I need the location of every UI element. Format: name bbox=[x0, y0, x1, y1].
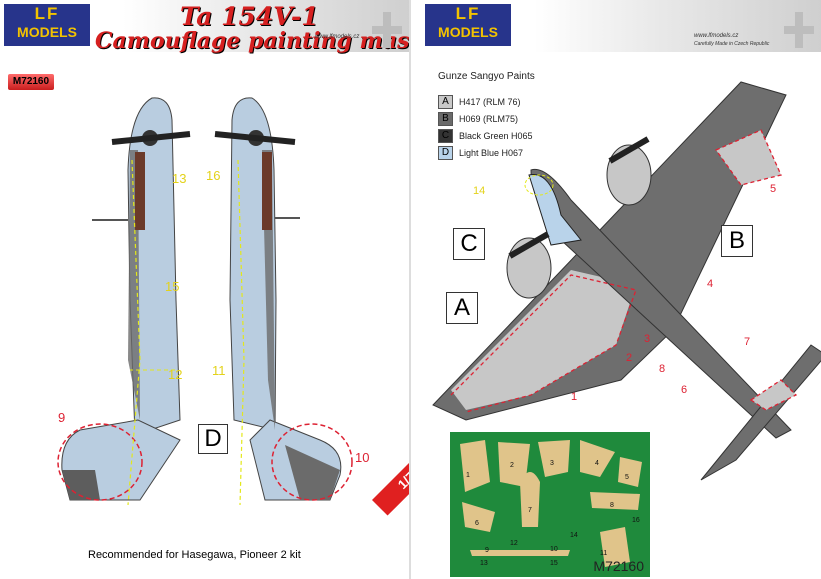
callout-1: 1 bbox=[571, 391, 578, 403]
callout-14: 14 bbox=[473, 185, 486, 197]
panel-divider bbox=[409, 0, 411, 579]
callout-11: 11 bbox=[212, 363, 226, 378]
sheet-piece-number: 2 bbox=[510, 462, 514, 469]
callout-3: 3 bbox=[644, 333, 651, 345]
aircraft-side-views bbox=[57, 97, 353, 506]
callout-4: 4 bbox=[707, 278, 714, 290]
callout-7: 7 bbox=[744, 336, 751, 348]
callout-5: 5 bbox=[770, 183, 777, 195]
sheet-piece-number: 6 bbox=[475, 520, 479, 527]
paint-swatch-d: D bbox=[438, 146, 453, 160]
sheet-piece-number: 13 bbox=[480, 560, 488, 567]
view-letter-a: A bbox=[446, 292, 478, 324]
callout-13: 13 bbox=[172, 171, 187, 186]
callout-2: 2 bbox=[626, 352, 633, 364]
view-letter-b: B bbox=[721, 225, 753, 257]
logo-lf-text-right: LF bbox=[455, 4, 481, 23]
mask-pieces bbox=[460, 440, 642, 567]
logo-lf-text: LF bbox=[34, 4, 60, 23]
paint-label-c: Black Green H065 bbox=[459, 131, 533, 141]
tagline-text: Carefully Made in Czech Republic bbox=[694, 41, 770, 47]
sheet-piece-number: 12 bbox=[510, 540, 518, 547]
sheet-code: M72160 bbox=[593, 558, 644, 574]
callout-8: 8 bbox=[659, 363, 666, 375]
logo-models-text: MODELS bbox=[17, 24, 77, 40]
callout-16: 16 bbox=[206, 168, 221, 183]
paint-swatch-a: A bbox=[438, 95, 453, 109]
paints-title: Gunze Sangyo Paints bbox=[438, 71, 535, 82]
balkenkreuz-icon bbox=[372, 12, 402, 48]
sheet-piece-number: 15 bbox=[550, 560, 558, 567]
product-title: Ta 154V-1 bbox=[180, 2, 319, 31]
sheet-piece-number: 1 bbox=[466, 472, 470, 479]
sheet-piece-number: 14 bbox=[570, 532, 578, 539]
callout-12: 12 bbox=[168, 367, 183, 382]
paint-legend-d: D Light Blue H067 bbox=[438, 146, 523, 160]
side-view-right bbox=[214, 97, 353, 506]
lf-models-logo: LF MODELS bbox=[4, 4, 90, 46]
left-panel: LF MODELS Ta 154V-1 Camouflage painting … bbox=[0, 0, 410, 579]
paint-label-b: H069 (RLM75) bbox=[459, 114, 519, 124]
callout-6: 6 bbox=[681, 384, 688, 396]
aircraft-top-view bbox=[432, 81, 821, 481]
kit-recommendation: Recommended for Hasegawa, Pioneer 2 kit bbox=[88, 549, 301, 561]
catalog-badge: M72160 bbox=[8, 74, 54, 90]
callout-9: 9 bbox=[58, 410, 66, 425]
view-letter-c: C bbox=[453, 228, 485, 260]
view-letter-d: D bbox=[198, 424, 228, 454]
paint-swatch-b: B bbox=[438, 112, 453, 126]
sheet-piece-number: 4 bbox=[595, 460, 599, 467]
logo-models-text-right: MODELS bbox=[438, 24, 498, 40]
callout-10: 10 bbox=[355, 450, 370, 465]
paint-label-a: H417 (RLM 76) bbox=[459, 97, 521, 107]
sheet-piece-number: 16 bbox=[632, 517, 640, 524]
paint-swatch-c: C bbox=[438, 129, 453, 143]
paint-legend-b: B H069 (RLM75) bbox=[438, 112, 518, 126]
paint-label-d: Light Blue H067 bbox=[459, 148, 524, 158]
product-subtitle: Camouflage painting mask bbox=[95, 28, 410, 54]
balkenkreuz-icon-right bbox=[784, 12, 814, 48]
paint-legend-c: C Black Green H065 bbox=[438, 129, 533, 143]
sheet-piece-number: 7 bbox=[528, 507, 532, 514]
sheet-piece-number: 8 bbox=[610, 502, 614, 509]
right-panel: LF MODELS www.lfmodels.cz Carefully Made… bbox=[411, 0, 821, 579]
lf-models-logo-right: LF MODELS bbox=[425, 4, 511, 46]
paint-legend-a: A H417 (RLM 76) bbox=[438, 95, 521, 109]
website-text-right: www.lfmodels.cz bbox=[694, 33, 739, 39]
sheet-piece-number: 11 bbox=[600, 550, 608, 557]
sheet-piece-number: 10 bbox=[550, 546, 558, 553]
sheet-piece-number: 5 bbox=[625, 474, 629, 481]
sheet-piece-number: 3 bbox=[550, 460, 554, 467]
website-text: www.lfmodels.cz bbox=[315, 34, 360, 40]
sheet-piece-number: 9 bbox=[485, 547, 489, 554]
callout-15: 15 bbox=[165, 279, 180, 294]
side-view-left bbox=[57, 97, 191, 506]
